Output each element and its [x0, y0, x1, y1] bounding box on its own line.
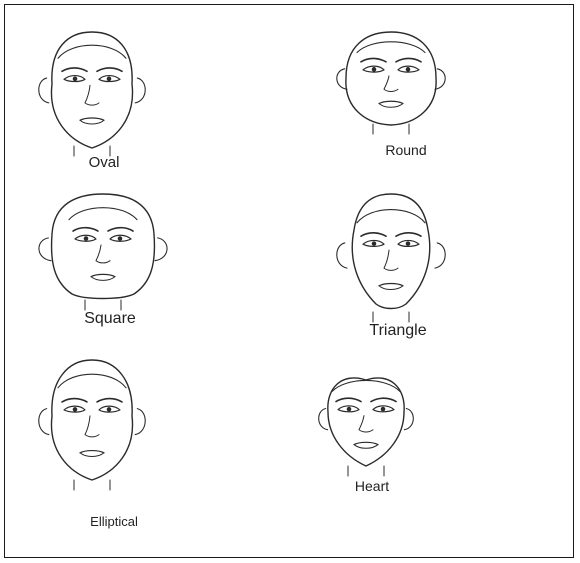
right-pupil	[406, 68, 410, 72]
left-ear	[39, 409, 49, 435]
mouth-upper-lip	[379, 284, 403, 286]
right-ear	[404, 409, 413, 430]
right-eyebrow	[396, 58, 421, 61]
mouth-lower-lip	[80, 453, 104, 457]
oval-face-icon	[38, 26, 146, 150]
hairline	[357, 42, 425, 53]
right-pupil	[406, 242, 410, 246]
mouth-upper-lip	[80, 118, 104, 120]
left-ear	[39, 238, 51, 261]
right-eyebrow	[108, 228, 133, 231]
right-eyebrow	[396, 233, 421, 236]
square-face-icon	[38, 190, 168, 304]
left-ear	[337, 243, 347, 268]
face-outline	[51, 32, 132, 148]
nose	[384, 250, 398, 270]
left-eyebrow	[62, 68, 87, 71]
right-pupil	[381, 407, 385, 411]
nose	[96, 245, 110, 263]
right-ear	[135, 409, 145, 435]
left-eyebrow	[73, 228, 98, 231]
nose	[85, 416, 99, 437]
elliptical-face-icon	[38, 354, 146, 484]
mouth-lower-lip	[91, 277, 115, 281]
left-pupil	[347, 407, 351, 411]
left-pupil	[73, 408, 77, 412]
right-eyebrow	[97, 399, 122, 402]
left-pupil	[372, 242, 376, 246]
left-eyebrow	[361, 233, 386, 236]
face-label-round: Round	[385, 142, 426, 158]
left-ear	[319, 409, 328, 430]
left-ear	[39, 78, 49, 103]
hairline	[69, 208, 137, 220]
face-outline	[346, 32, 436, 125]
face-label-heart: Heart	[355, 478, 389, 494]
nose	[85, 85, 99, 105]
face-outline	[51, 360, 132, 480]
left-eyebrow	[336, 398, 361, 401]
hairline	[58, 374, 126, 388]
right-pupil	[107, 77, 111, 81]
mouth-upper-lip	[354, 442, 378, 444]
nose	[384, 76, 398, 92]
mouth-lower-lip	[80, 120, 104, 124]
triangle-face-icon	[336, 190, 446, 316]
mouth-lower-lip	[379, 104, 403, 108]
right-ear	[435, 243, 445, 268]
left-pupil	[73, 77, 77, 81]
hairline	[58, 45, 126, 58]
face-outline	[52, 194, 155, 299]
face-label-square: Square	[84, 310, 136, 328]
face-label-elliptical: Elliptical	[90, 514, 138, 529]
round-face-icon	[336, 26, 446, 128]
right-pupil	[118, 237, 122, 241]
right-ear	[155, 238, 167, 261]
hairline	[357, 210, 425, 223]
mouth-upper-lip	[80, 451, 104, 453]
mouth-upper-lip	[91, 274, 115, 276]
mouth-lower-lip	[379, 286, 403, 290]
heart-face-icon	[318, 364, 414, 470]
face-outline	[352, 194, 429, 309]
left-eyebrow	[361, 58, 386, 61]
right-pupil	[107, 408, 111, 412]
hairline	[332, 380, 400, 391]
nose	[359, 416, 373, 432]
mouth-lower-lip	[354, 445, 378, 449]
left-eyebrow	[62, 399, 87, 402]
right-eyebrow	[97, 68, 122, 71]
face-outline	[328, 378, 404, 466]
left-pupil	[84, 237, 88, 241]
face-label-triangle: Triangle	[369, 322, 426, 340]
left-pupil	[372, 68, 376, 72]
face-label-oval: Oval	[89, 154, 120, 171]
right-ear	[135, 78, 145, 103]
right-eyebrow	[371, 398, 396, 401]
mouth-upper-lip	[379, 101, 403, 103]
